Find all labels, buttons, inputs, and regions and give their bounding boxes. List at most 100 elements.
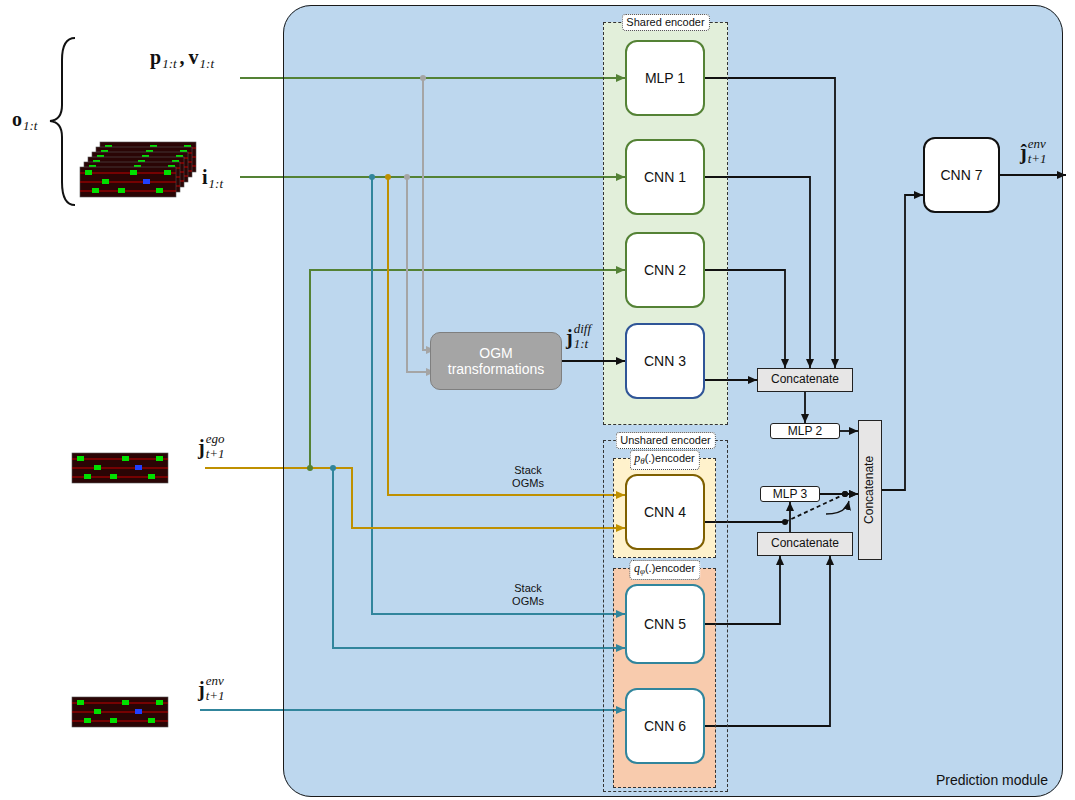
math-label: j [198, 678, 205, 700]
math-label: 1:t [200, 57, 214, 71]
box-label: CNN 5 [644, 616, 686, 632]
process-box: CNN 2 [625, 232, 705, 308]
process-box: MLP 2 [770, 423, 840, 439]
encoder-group: Unshared encoderpθ(.)encoderCNN 4qφ(.)en… [603, 440, 728, 792]
math-label: diff [574, 322, 591, 336]
math-label: p [150, 46, 161, 68]
connector [562, 361, 625, 362]
switch-contact [842, 491, 848, 497]
math-label: j [198, 436, 205, 458]
box-label: CNN 2 [644, 262, 686, 278]
math-symbol: ĵ [1020, 141, 1027, 163]
math-label: 1:t [209, 177, 223, 191]
math-symbol: j [566, 326, 573, 348]
connector [820, 491, 858, 497]
wire-note: Stack OGMs [505, 582, 551, 608]
process-box: CNN 4 [625, 474, 705, 550]
connector [705, 556, 830, 726]
group-tag: pθ(.)encoder [629, 450, 700, 470]
box-label: CNN 7 [940, 167, 982, 183]
connector [705, 270, 785, 368]
box-label: OGM transformations [431, 345, 561, 377]
connector [790, 502, 791, 532]
box-label: Concatenate [863, 456, 877, 524]
math-symbol: diff [574, 321, 591, 336]
math-label: 1:t [162, 57, 176, 71]
wire-note-text: Stack OGMs [512, 582, 544, 607]
group-fill [603, 22, 728, 425]
math-symbol: env [1028, 136, 1046, 151]
math-label: , [180, 46, 185, 68]
math-label: t+1 [206, 689, 225, 703]
group-tag: qφ(.)encoder [629, 560, 700, 580]
connector-line [840, 430, 858, 432]
math-label: t+1 [206, 447, 225, 461]
math-label: env [1028, 137, 1046, 151]
math-symbol: 1:t [162, 56, 176, 71]
group-title: θ [640, 456, 644, 466]
wire-note-text: Stack OGMs [512, 464, 544, 489]
box-label: CNN 1 [644, 169, 686, 185]
connector [705, 556, 780, 624]
box-label: CNN 6 [644, 718, 686, 734]
math-symbol: j [198, 678, 205, 700]
box-label: Concatenate [771, 537, 839, 551]
group-tag: Unshared encoder [615, 432, 716, 449]
concat-box: Concatenate [757, 532, 853, 556]
math-label: t+1 [1028, 152, 1047, 166]
math-symbol: t+1 [206, 446, 225, 461]
connector [840, 431, 858, 432]
group-title: φ [640, 566, 645, 576]
group-title: q [634, 561, 640, 575]
connector-line [705, 270, 785, 368]
math-symbol: 1:t [574, 336, 588, 351]
math-label: j [566, 326, 573, 348]
math-symbol: t+1 [206, 688, 225, 703]
math-label: 1:t [23, 119, 37, 133]
switch-contact [782, 519, 788, 525]
math-symbol: o [12, 108, 22, 130]
connector [705, 78, 835, 368]
math-label: env [206, 674, 224, 688]
process-box: MLP 1 [625, 40, 705, 116]
process-box: CNN 5 [625, 584, 705, 664]
connector [705, 380, 757, 381]
connector-line [705, 177, 810, 368]
math-symbol: 1:t [200, 56, 214, 71]
group-title: (.)encoder [645, 452, 695, 464]
transform-box: OGM transformations [430, 332, 562, 390]
switch-contact [842, 491, 848, 497]
box-label: MLP 2 [788, 425, 822, 438]
math-symbol: j [198, 436, 205, 458]
connector-line [562, 360, 625, 362]
concat-box: Concatenate [757, 368, 853, 392]
connector [705, 177, 810, 368]
connector-line [882, 195, 923, 490]
math-label: i [202, 166, 208, 188]
process-box: CNN 1 [625, 139, 705, 215]
process-box: CNN 3 [625, 323, 705, 399]
connector [805, 392, 806, 423]
module-title: Prediction module [936, 772, 1048, 788]
math-symbol: 1:t [209, 176, 223, 191]
group-tag: Shared encoder [621, 14, 709, 31]
process-box: CNN 6 [625, 688, 705, 764]
math-label: ĵ [1020, 141, 1027, 163]
box-label: CNN 4 [644, 504, 686, 520]
math-symbol: , [180, 46, 185, 68]
module-box: Prediction module Shared encoderMLP 1 CNN … [283, 5, 1063, 797]
module-title-text: Prediction module [936, 772, 1048, 788]
connector-line [705, 78, 835, 368]
wire-note: Stack OGMs [505, 464, 551, 490]
math-symbol: p [150, 46, 161, 68]
group-fill [283, 5, 1063, 797]
connector-line [789, 502, 791, 532]
math-symbol: v [189, 46, 199, 68]
connector [882, 195, 923, 490]
math-label: o [12, 108, 22, 130]
box-label: MLP 1 [645, 70, 685, 86]
encoder-group: Shared encoderMLP 1CNN 1CNN 2CNN 3 [603, 22, 728, 425]
box-label: Concatenate [771, 373, 839, 387]
